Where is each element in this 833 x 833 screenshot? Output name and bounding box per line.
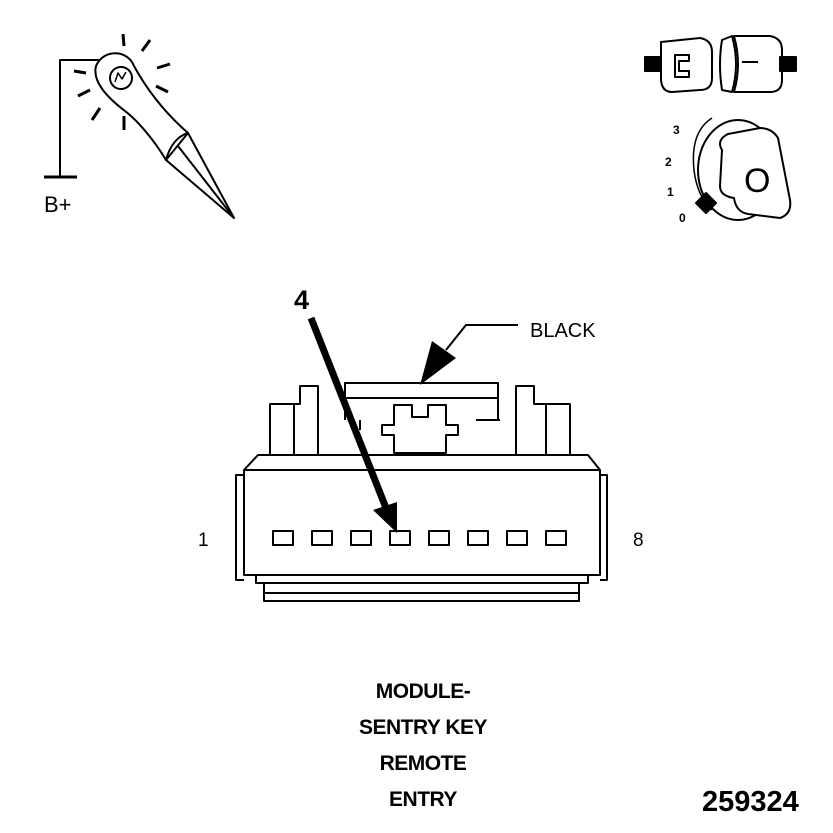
wire-color-leader (420, 324, 518, 385)
cavity-2 (311, 530, 333, 546)
title-line-3: REMOTE (379, 752, 467, 775)
cavity-4 (389, 530, 411, 546)
title-line-4: ENTRY (389, 788, 457, 811)
disconnected-connector-icon (644, 35, 797, 93)
ignition-position-2: 2 (665, 155, 672, 169)
test-probe-icon (44, 33, 235, 219)
key-letter: O (744, 162, 771, 200)
ignition-key-icon (692, 117, 792, 221)
cavity-3 (350, 530, 372, 546)
figure-number: 259324 (702, 786, 799, 818)
wire-color-label: BLACK (530, 320, 596, 342)
ignition-position-0: 0 (679, 211, 686, 225)
cavity-6 (467, 530, 489, 546)
cavity-7 (506, 530, 528, 546)
cavity-8 (545, 530, 567, 546)
cavity-1 (272, 530, 294, 546)
b-plus-label: B+ (44, 192, 72, 217)
ignition-position-3: 3 (673, 123, 680, 137)
connector-housing (235, 382, 608, 602)
title-line-1: MODULE- (375, 680, 471, 703)
pin-callout-arrow (307, 316, 397, 533)
title-line-2: SENTRY KEY (358, 716, 488, 739)
connector-cavities (272, 530, 567, 546)
ignition-position-1: 1 (667, 185, 674, 199)
pin-8-label: 8 (633, 530, 644, 551)
cavity-5 (428, 530, 450, 546)
pin-callout-label: 4 (294, 285, 310, 315)
pin-1-label: 1 (198, 530, 209, 551)
connector-title: MODULE- SENTRY KEY REMOTE ENTRY (290, 674, 556, 818)
